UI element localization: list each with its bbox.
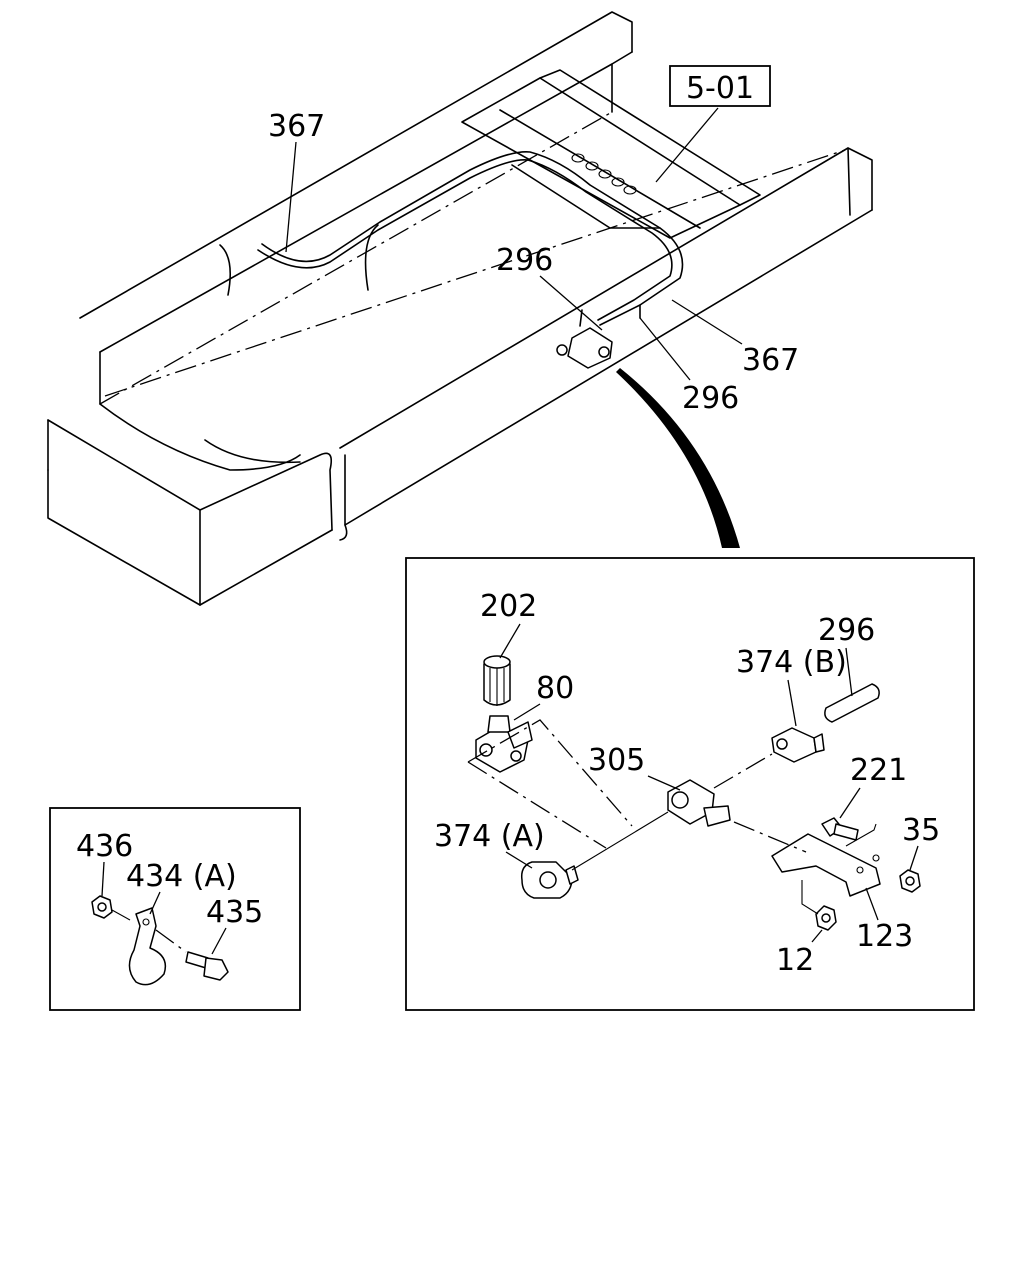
leader-436: [101, 861, 105, 897]
callout-221: 221: [850, 753, 907, 788]
leader-296-detail: [845, 647, 853, 697]
callout-434a: 434 (A): [126, 859, 237, 894]
leader-367-upper: [285, 141, 297, 253]
part-80-fitting: [475, 715, 533, 773]
leader-374a: [505, 851, 533, 869]
leader-374b: [787, 679, 797, 727]
leader-35: [909, 845, 919, 871]
callout-296-lower: 296: [682, 381, 739, 416]
leader-434a: [149, 891, 161, 915]
part-35-nut: [899, 869, 921, 893]
reference-box: 5-01: [655, 65, 771, 183]
leader-202: [499, 623, 521, 659]
part-305-tee: [667, 779, 731, 827]
part-374a-connector: [520, 861, 579, 899]
leader-296-lower: [639, 317, 691, 381]
pipe-routing: [219, 151, 684, 326]
callout-80: 80: [536, 671, 574, 706]
part-296-hose: [824, 683, 880, 723]
callout-367-upper: 367: [268, 109, 325, 144]
callout-35: 35: [902, 813, 940, 848]
callout-367-lower: 367: [742, 343, 799, 378]
callout-374a: 374 (A): [434, 819, 545, 854]
leader-80: [513, 703, 541, 721]
callout-202: 202: [480, 589, 537, 624]
callout-305: 305: [588, 743, 645, 778]
callout-435: 435: [206, 895, 263, 930]
part-374b-connector: [771, 727, 825, 763]
leader-305: [647, 775, 681, 791]
reference-box-label: 5-01: [686, 71, 754, 106]
callout-296-detail: 296: [818, 613, 875, 648]
part-202-cap: [483, 655, 511, 706]
callout-374b: 374 (B): [736, 645, 847, 680]
part-12-nut: [815, 905, 837, 931]
part-435-bolt: [185, 951, 229, 981]
frame-junction-fitting: [556, 309, 613, 369]
part-123-bracket: [771, 833, 881, 897]
detail-box-main: [405, 557, 975, 1011]
assembly-lines-detail: [467, 719, 877, 915]
callout-123: 123: [856, 919, 913, 954]
callout-12: 12: [776, 943, 814, 978]
part-434a-clamp: [128, 907, 167, 986]
leader-12: [811, 929, 823, 943]
callout-296-upper: 296: [496, 243, 553, 278]
leader-367-lower: [671, 299, 743, 345]
leader-435: [211, 927, 227, 955]
detail-pointer-arrow: [616, 368, 740, 548]
callout-436: 436: [76, 829, 133, 864]
detail-box-clamp: [49, 807, 301, 1011]
assembly-lines-clamp: [111, 909, 187, 953]
leader-296-upper: [539, 275, 603, 331]
part-221-bolt: [821, 817, 859, 841]
leader-123: [865, 887, 879, 921]
leader-221: [839, 787, 861, 819]
part-436-nut: [91, 895, 113, 919]
